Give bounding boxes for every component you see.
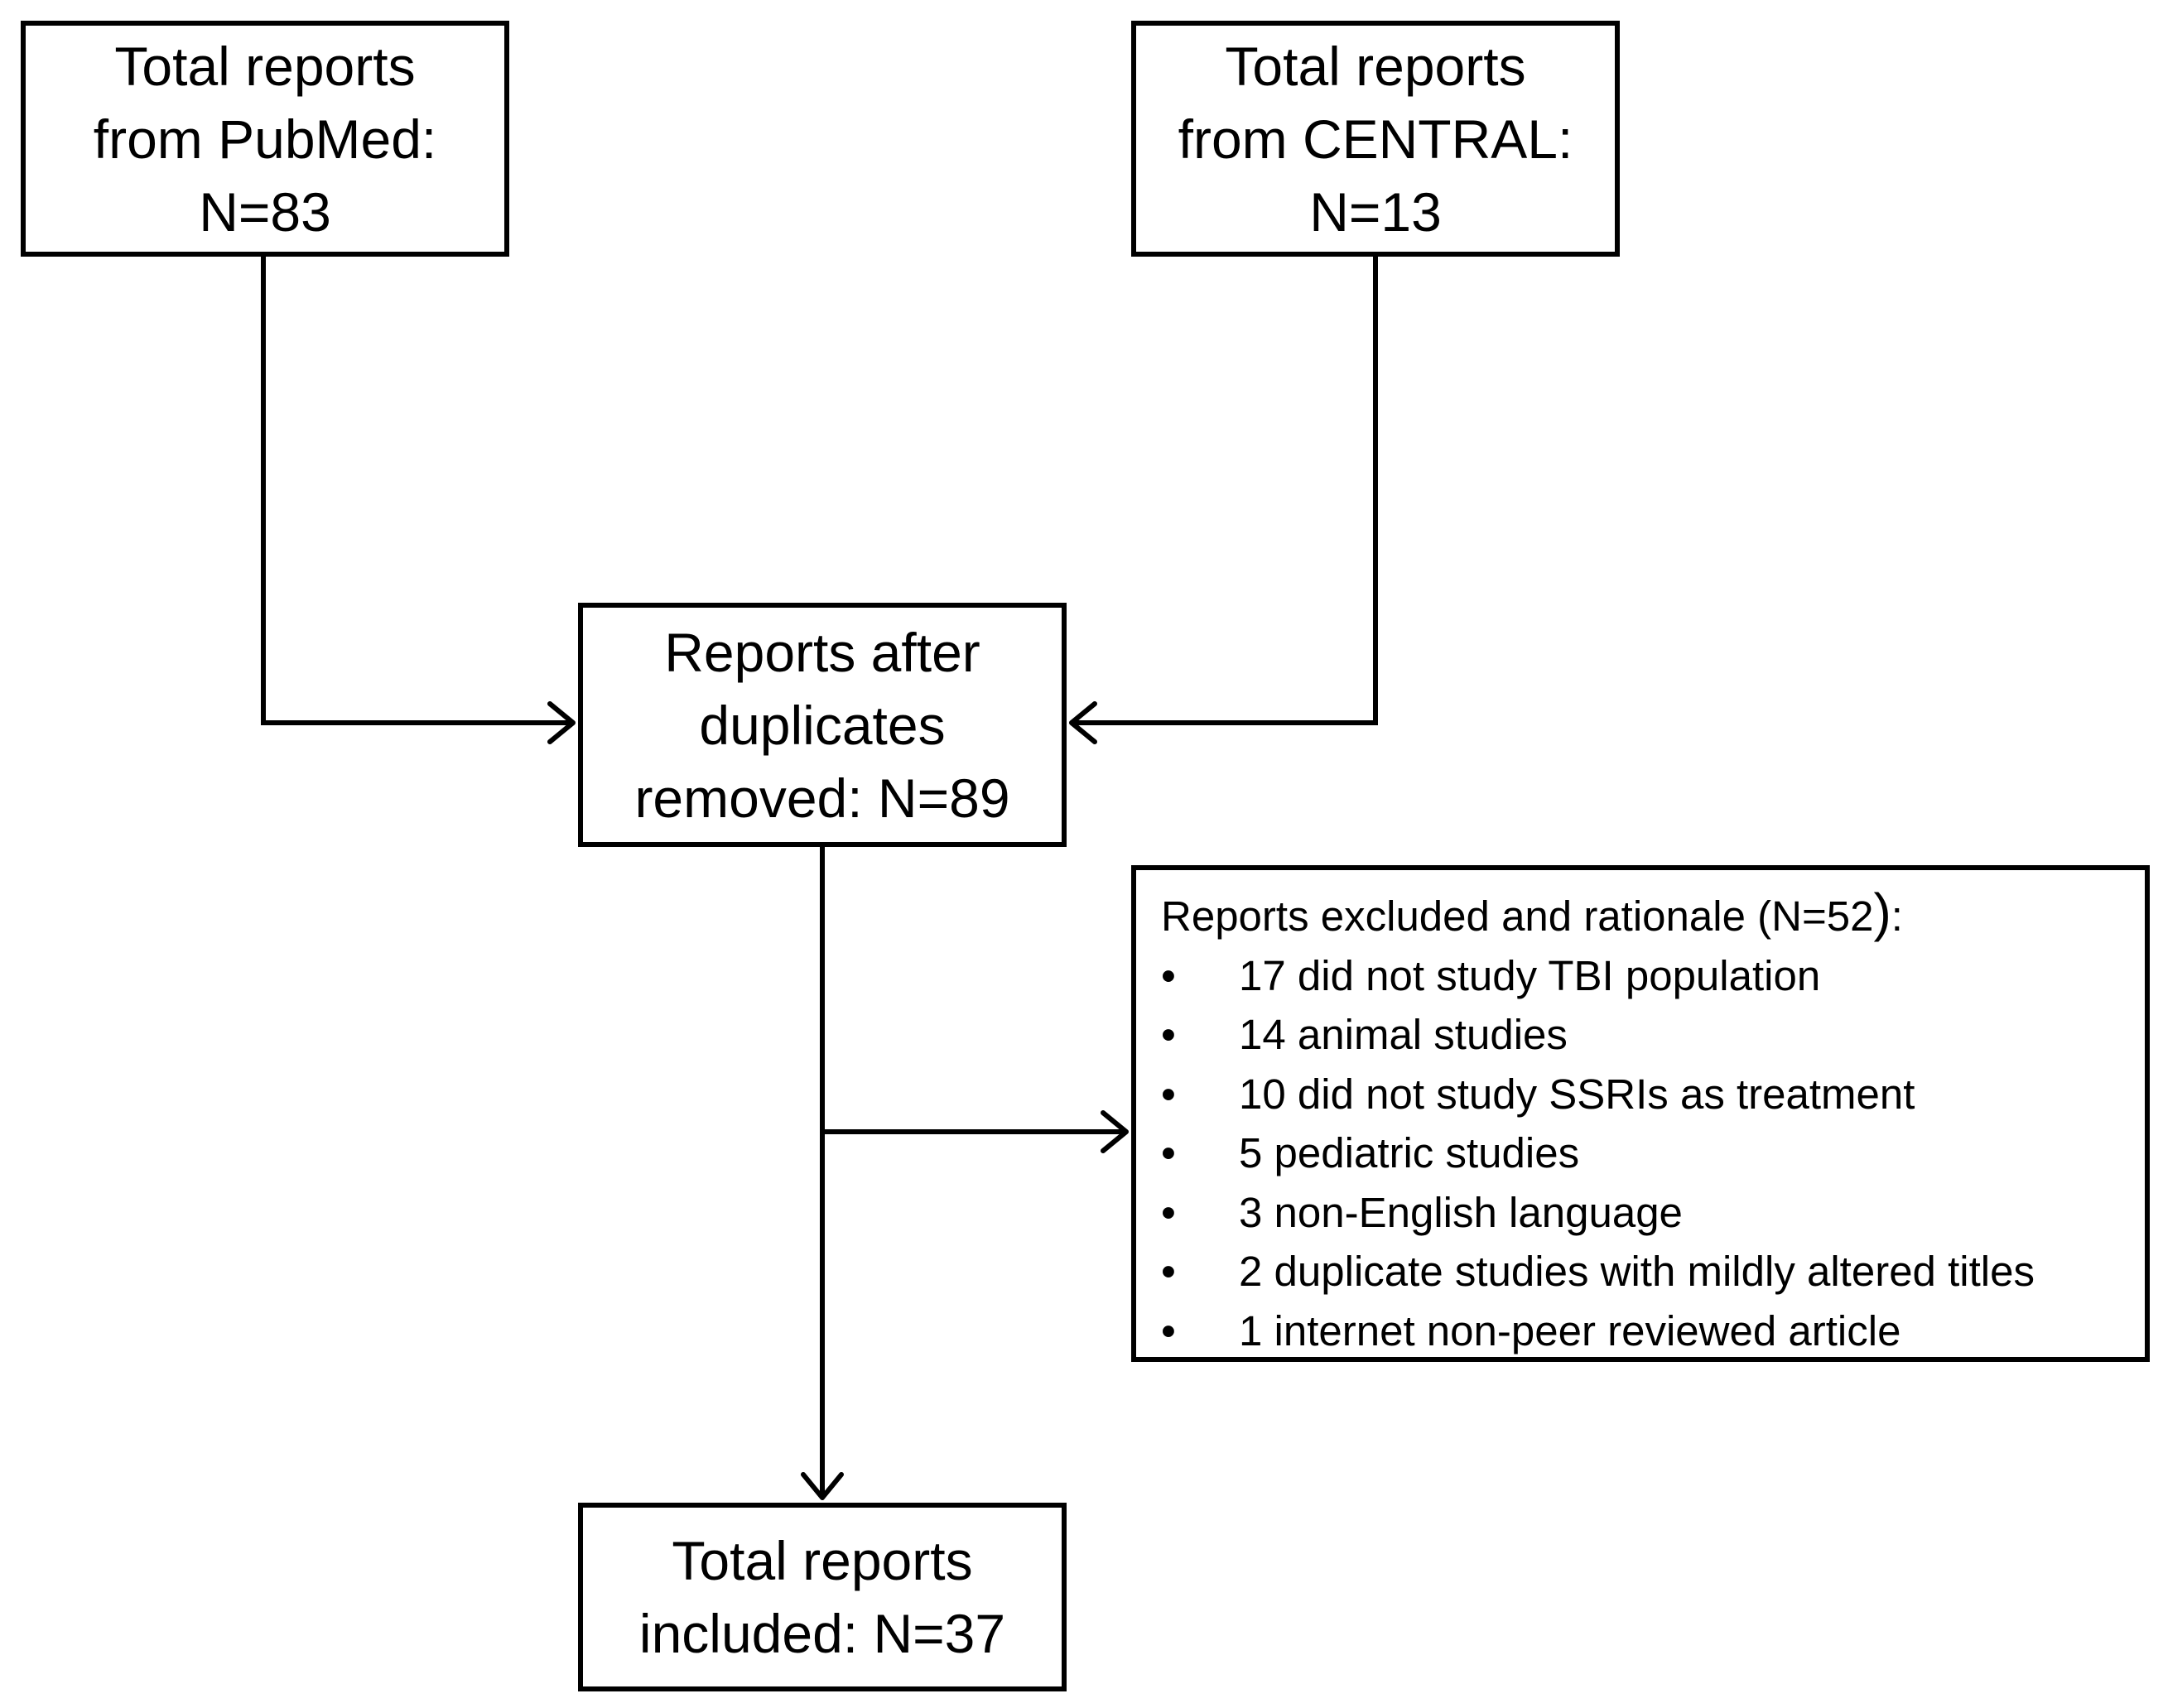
included-box-line-1: Total reports	[672, 1530, 973, 1591]
dedup-box-line-1: Reports after	[664, 621, 980, 683]
connector-pubmed-to-dedup	[261, 254, 574, 725]
exclusion-reason-text: 17 did not study TBI population	[1239, 951, 1821, 999]
exclusion-reason-text: 10 did not study SSRIs as treatment	[1239, 1070, 1915, 1118]
dedup-box-count: removed: N=89	[634, 767, 1010, 829]
excluded-heading-colon: :	[1891, 892, 1903, 940]
pubmed-box-line-2: from PubMed:	[93, 108, 437, 170]
excluded-box-heading: Reports excluded and rationale (N=52):	[1161, 886, 2145, 946]
exclusion-reason-text: 5 pediatric studies	[1239, 1129, 1580, 1176]
exclusion-reason-item: • 1 internet non-peer reviewed article	[1161, 1301, 2145, 1361]
central-box-count: N=13	[1309, 180, 1442, 243]
excluded-heading-close-paren: )	[1873, 883, 1891, 942]
pubmed-box-count: N=83	[199, 180, 331, 243]
bullet-icon: •	[1161, 1070, 1176, 1118]
arrowhead-pubmed-to-dedup	[547, 701, 576, 744]
bullet-icon: •	[1161, 1188, 1176, 1236]
central-box-line-2: from CENTRAL:	[1178, 108, 1573, 170]
exclusion-reason-item: • 5 pediatric studies	[1161, 1123, 2145, 1183]
excluded-reports-box: Reports excluded and rationale (N=52): •…	[1131, 865, 2150, 1362]
exclusion-reason-text: 1 internet non-peer reviewed article	[1239, 1306, 1901, 1354]
bullet-icon: •	[1161, 1248, 1176, 1295]
exclusion-reason-item: • 3 non-English language	[1161, 1183, 2145, 1243]
exclusion-reasons-list: • 17 did not study TBI population • 14 ani…	[1161, 946, 2145, 1361]
exclusion-reason-item: • 17 did not study TBI population	[1161, 946, 2145, 1006]
pubmed-box-line-1: Total reports	[114, 35, 416, 97]
exclusion-reason-text: 3 non-English language	[1239, 1188, 1683, 1236]
arrowhead-to-excluded	[1101, 1110, 1129, 1153]
central-box-line-1: Total reports	[1225, 35, 1526, 97]
connector-central-to-dedup	[1071, 254, 1378, 725]
bullet-icon: •	[1161, 1011, 1176, 1058]
arrowhead-central-to-dedup	[1069, 701, 1097, 744]
bullet-icon: •	[1161, 951, 1176, 999]
excluded-heading-text: Reports excluded and rationale (N=52	[1161, 892, 1874, 940]
arrowhead-dedup-to-included	[801, 1472, 844, 1500]
exclusion-reason-item: • 10 did not study SSRIs as treatment	[1161, 1065, 2145, 1124]
deduplicated-reports-box: Reports after duplicates removed: N=89	[578, 603, 1067, 847]
dedup-box-line-2: duplicates	[699, 694, 946, 756]
included-box-count: included: N=37	[638, 1603, 1006, 1664]
exclusion-reason-text: 14 animal studies	[1239, 1011, 1568, 1058]
exclusion-reason-item: • 2 duplicate studies with mildly altered…	[1161, 1242, 2145, 1301]
pubmed-reports-box: Total reports from PubMed: N=83	[21, 21, 509, 257]
included-reports-box: Total reports included: N=37	[578, 1503, 1067, 1691]
bullet-icon: •	[1161, 1129, 1176, 1176]
central-reports-box: Total reports from CENTRAL: N=13	[1131, 21, 1620, 257]
bullet-icon: •	[1161, 1306, 1176, 1354]
exclusion-reason-item: • 14 animal studies	[1161, 1005, 2145, 1065]
exclusion-reason-text: 2 duplicate studies with mildly altered …	[1239, 1248, 2035, 1295]
